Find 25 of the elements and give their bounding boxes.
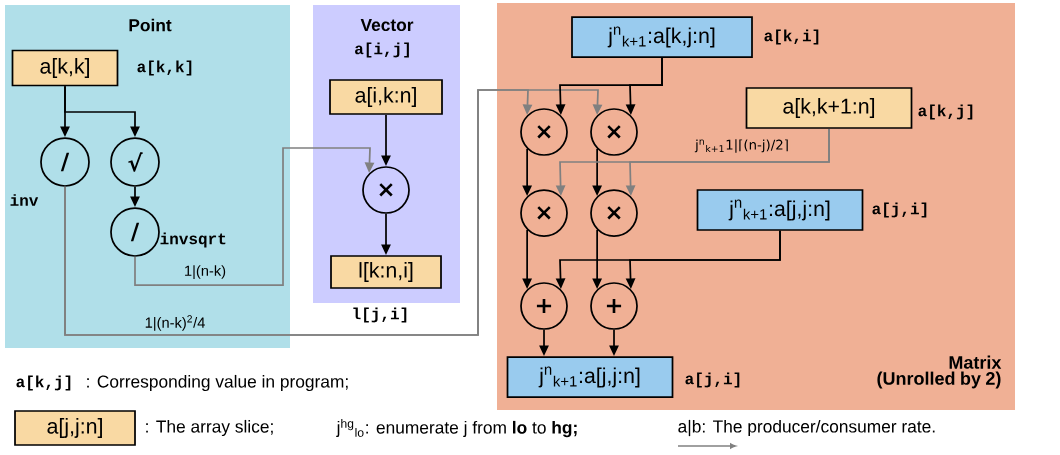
array-box: j$^{n}$$_{k+1}$:a[j,j:n] (696, 189, 864, 231)
variable-label: a[k,j] (918, 104, 973, 120)
array-box: j$^{n}$$_{k+1}$:a[j,j:n] (506, 356, 674, 398)
variable-label: a[k,i] (764, 29, 819, 45)
legend-text: : The array slice; (146, 419, 273, 437)
variable-label: a[k,j] (16, 375, 71, 391)
variable-label: invsqrt (160, 232, 226, 248)
edge-label: j$^{n}$$_{k+1}$1|⌈(n-j)/2⌉ (694, 139, 788, 153)
array-box: j$^{n}$$_{k+1}$:a[k,j:n] (571, 16, 753, 58)
array-box: l[k:n,i] (330, 255, 442, 289)
variable-label: a[k,k] (137, 60, 192, 76)
variable-label: a[j,i] (685, 372, 740, 388)
legend-text: j$^{hg}$$_{lo}$: enumerate j from lo to hg; (336, 418, 577, 438)
legend-text: a|b: The producer/consumer rate. (678, 419, 935, 437)
array-box: a[j,j:n] (14, 410, 136, 446)
array-box: a[k,k+1:n] (745, 87, 913, 129)
variable-label: inv (10, 194, 39, 206)
array-box: a[i,k:n] (329, 79, 443, 115)
variable-label: l[j,i] (353, 307, 407, 323)
legend-text: : Corresponding value in program; (87, 374, 348, 392)
edge-label: 1|(n-k)$^{2}$/4 (145, 315, 205, 331)
variable-label: a[j,i] (872, 202, 927, 218)
array-box: a[k,k] (11, 49, 119, 87)
edge-label: 1|(n-k) (185, 265, 226, 279)
arrow (134, 147, 375, 286)
